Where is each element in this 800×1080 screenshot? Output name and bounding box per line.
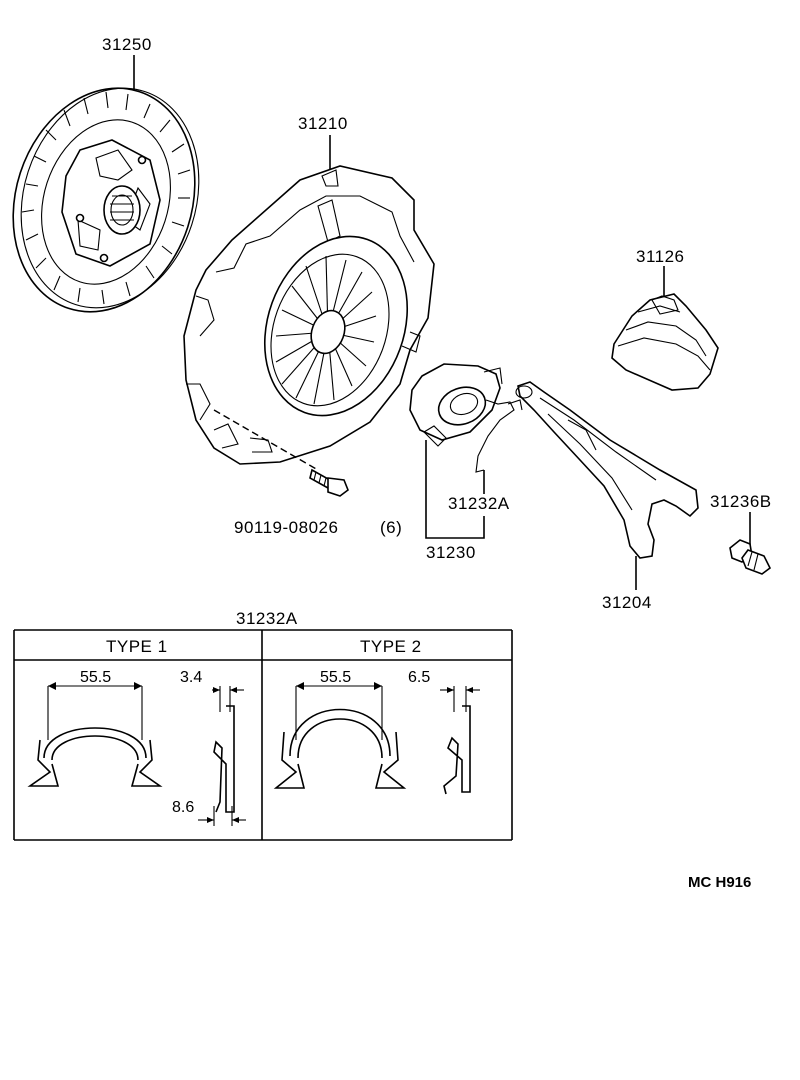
part-label-release-bearing: 31230 xyxy=(426,543,476,562)
clutch-disc-drawing xyxy=(12,55,200,313)
type2-width-dim: 55.5 xyxy=(320,669,351,686)
type2-clip-front xyxy=(273,682,407,789)
type1-clip-front xyxy=(27,682,163,787)
type1-top-dim: 3.4 xyxy=(180,669,202,686)
bearing-leader xyxy=(425,440,485,539)
type1-label: TYPE 1 xyxy=(106,637,168,656)
release-fork-drawing xyxy=(515,381,699,559)
fork-support-drawing xyxy=(729,512,772,575)
boot-drawing xyxy=(611,266,719,391)
type1-clip-side xyxy=(198,686,246,826)
bolt-drawing xyxy=(213,409,349,497)
detail-title: 31232A xyxy=(236,609,298,628)
type1-width-dim: 55.5 xyxy=(80,669,111,686)
clutch-cover-drawing xyxy=(183,135,435,465)
bolt-quantity: (6) xyxy=(380,518,402,537)
type2-label: TYPE 2 xyxy=(360,637,422,656)
diagram-code: MC H916 xyxy=(688,874,751,891)
part-label-clutch-cover: 31210 xyxy=(298,114,348,133)
part-label-boot: 31126 xyxy=(636,247,685,266)
part-label-bearing-clip: 31232A xyxy=(448,494,510,513)
part-label-bolt: 90119-08026 xyxy=(234,518,338,537)
type2-clip-side xyxy=(440,686,480,795)
part-label-release-fork: 31204 xyxy=(602,593,652,612)
part-label-fork-support: 31236B xyxy=(710,492,772,511)
part-label-clutch-disc: 31250 xyxy=(102,35,152,54)
type2-top-dim: 6.5 xyxy=(408,669,430,686)
type1-bottom-dim: 8.6 xyxy=(172,799,194,816)
release-bearing-drawing xyxy=(409,363,523,473)
